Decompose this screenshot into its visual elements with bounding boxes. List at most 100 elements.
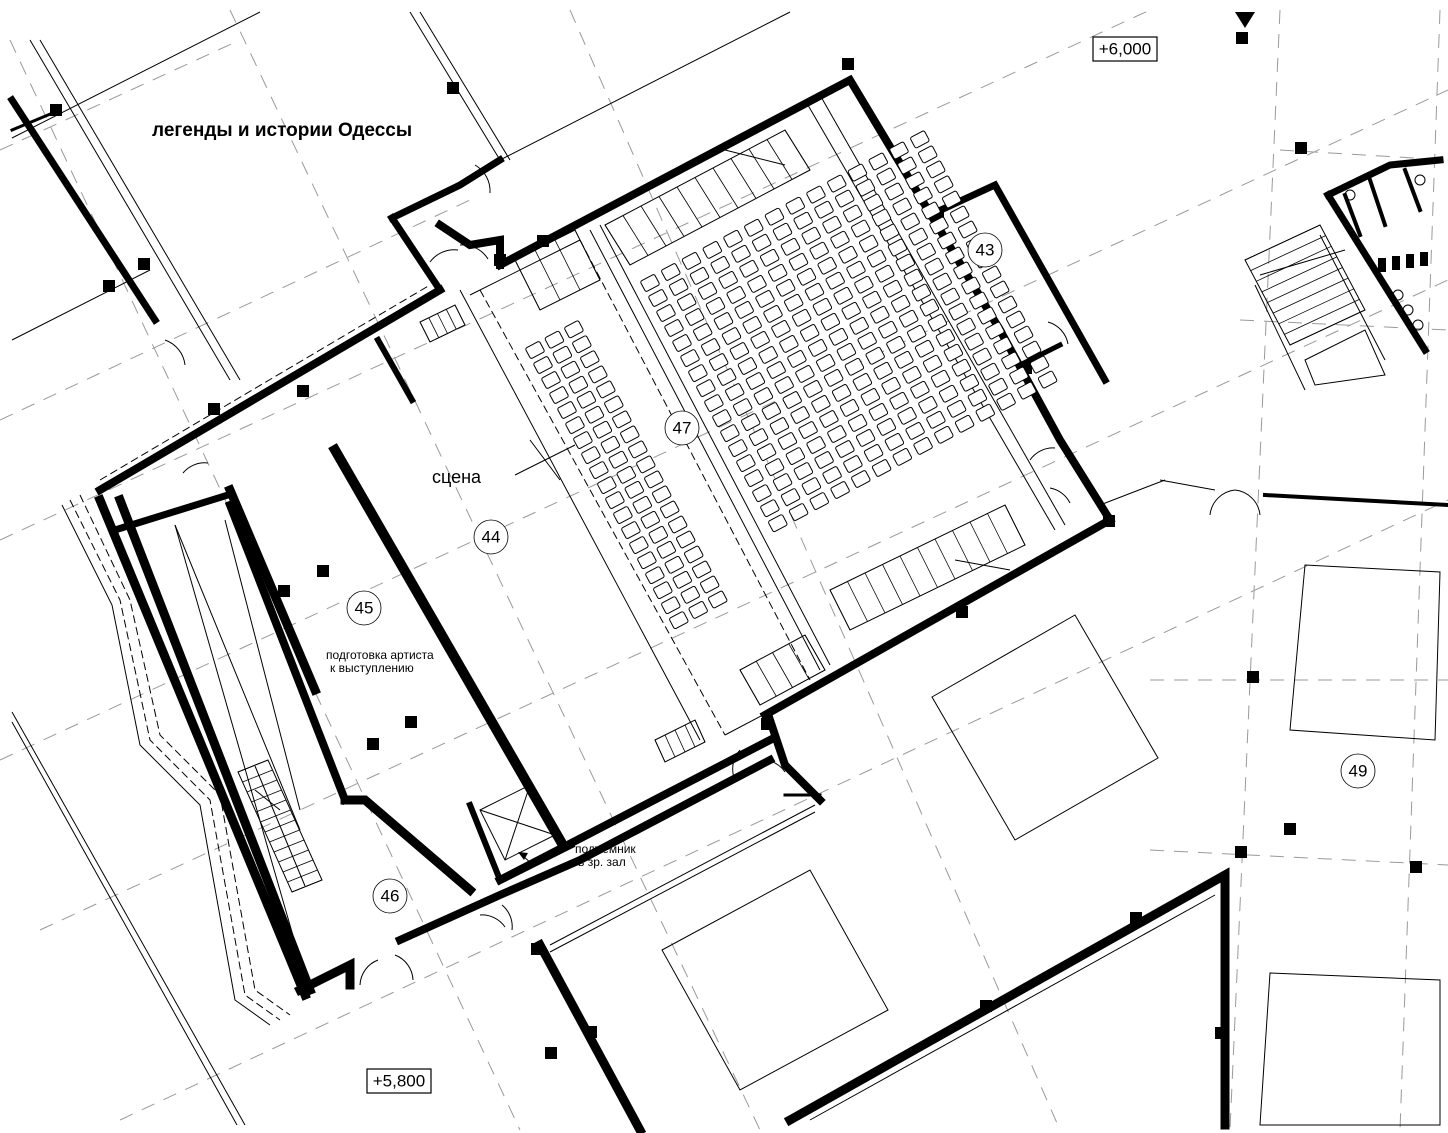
seat: [895, 253, 916, 272]
seat: [596, 380, 616, 399]
seat: [660, 500, 680, 519]
seat: [790, 406, 810, 424]
seat: [768, 514, 788, 533]
seat: [702, 241, 722, 259]
seat: [841, 301, 861, 320]
seat: [572, 335, 592, 354]
stair-step: [934, 538, 956, 580]
seat: [712, 409, 732, 427]
seat: [956, 317, 976, 336]
seat: [884, 182, 904, 201]
seat: [785, 196, 805, 215]
seat: [774, 376, 794, 394]
seat: [763, 305, 783, 323]
seat: [824, 369, 844, 387]
seat: [676, 530, 696, 549]
stair-step: [246, 779, 278, 793]
room-47-number: 47: [673, 419, 692, 438]
seat: [809, 241, 829, 260]
seat: [867, 249, 887, 268]
seat: [993, 336, 1013, 355]
seat: [889, 141, 909, 160]
seat: [600, 435, 621, 454]
seat: [734, 301, 754, 319]
seat: [672, 570, 692, 589]
seat: [868, 152, 888, 171]
seat: [605, 491, 625, 509]
seat: [801, 226, 821, 245]
seat: [911, 283, 932, 302]
seat: [717, 368, 737, 386]
seat: [656, 304, 676, 322]
seat: [760, 499, 780, 518]
seat: [828, 327, 849, 346]
seat: [589, 461, 609, 479]
seat: [772, 473, 793, 491]
stage-center-mark: [514, 439, 576, 481]
seat: [787, 350, 807, 368]
seat: [653, 581, 673, 600]
seat: [892, 448, 912, 466]
stair-step: [554, 239, 581, 291]
seat: [544, 330, 565, 349]
seat: [648, 289, 668, 307]
seat: [921, 201, 941, 220]
seat: [916, 242, 936, 261]
seat: [731, 244, 751, 263]
artist-prep-label-line2: к выступлению: [330, 661, 414, 675]
seat: [796, 267, 817, 286]
seat: [581, 446, 601, 464]
seat: [851, 470, 871, 488]
seat: [859, 234, 879, 253]
seat: [608, 450, 628, 469]
seat: [688, 364, 708, 382]
seat: [621, 521, 641, 539]
seat: [576, 390, 597, 409]
seat: [905, 422, 925, 440]
seat: [946, 399, 967, 418]
seat: [934, 425, 954, 444]
seat: [884, 433, 905, 451]
seat: [868, 403, 889, 421]
seat: [681, 252, 702, 270]
seat: [640, 510, 660, 529]
seat: [838, 245, 858, 264]
seat: [750, 331, 770, 349]
stair-step: [712, 167, 739, 209]
seat: [830, 481, 850, 499]
seat: [855, 178, 876, 197]
seat: [918, 395, 938, 414]
seat: [752, 484, 772, 503]
lift-arrow-icon: [518, 852, 534, 866]
seat: [900, 212, 920, 231]
seat: [779, 335, 799, 353]
seat: [814, 200, 834, 219]
seat: [624, 480, 644, 499]
seat: [640, 274, 660, 292]
stair-step: [622, 215, 649, 256]
seat: [887, 238, 908, 257]
room-marker-45: 45: [346, 590, 382, 626]
seat: [924, 257, 944, 276]
seat: [822, 466, 842, 484]
seat: [784, 293, 804, 312]
seat: [736, 454, 756, 472]
seat: [847, 163, 868, 182]
stair-step: [784, 129, 811, 171]
seat: [870, 305, 890, 324]
seat: [899, 309, 919, 328]
stage-and-backstage-walls: [61, 155, 776, 1026]
seat: [822, 215, 842, 234]
seat: [918, 145, 938, 164]
seat: [857, 331, 877, 350]
seat: [876, 167, 896, 186]
seat: [926, 410, 946, 429]
seat: [780, 488, 801, 506]
lift-label-line2: в зр. зал: [578, 855, 626, 869]
seat: [771, 320, 791, 338]
room-marker-43: 43: [967, 232, 1003, 268]
seat: [764, 207, 785, 226]
seat: [684, 545, 704, 564]
seat: [573, 431, 593, 449]
seat: [739, 259, 759, 278]
